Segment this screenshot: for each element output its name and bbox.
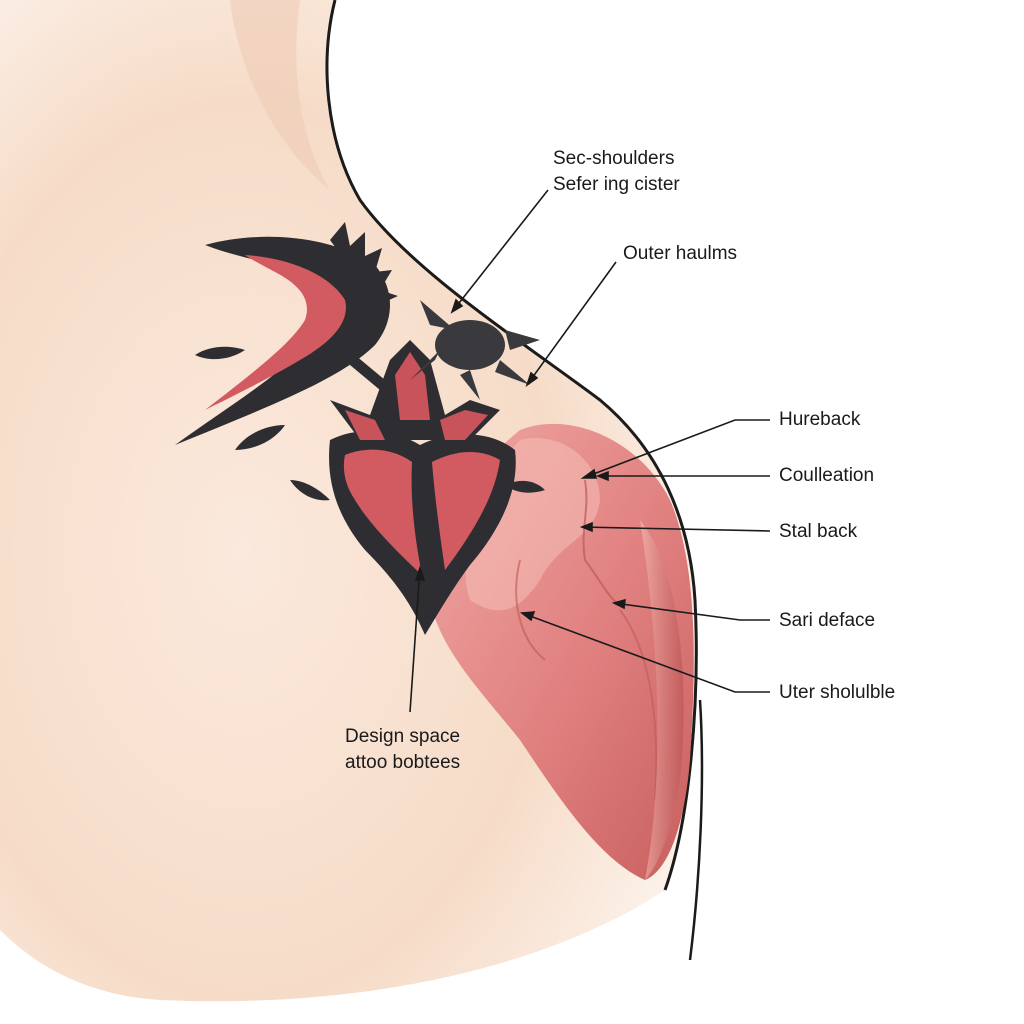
tattoo-crown-side-left [345,410,385,440]
leader-sari-deface [613,602,770,621]
muscle-shade [640,520,684,880]
leader-stal-back [581,526,771,532]
label-sec-shoulders-line2: Sefer ing cister [553,173,680,195]
label-stal-back: Stal back [779,521,858,542]
label-sari-deface: Sari deface [779,610,876,631]
muscle-fold-2 [515,559,546,661]
tattoo-claw [175,236,390,445]
tattoo-shield-right-red [432,451,500,570]
label-design-space-line2: attoo bobtees [345,751,461,773]
body-outline [325,0,698,891]
leader-outer-haulms [526,261,617,386]
tattoo-sun [410,295,540,400]
tattoo-crown-side-right [440,410,488,440]
arm-outline [688,699,704,961]
leader-lines [409,189,771,713]
muscle-fold-1 [582,479,621,606]
leader-design [409,567,421,713]
label-outer-haulms: Outer haulms [623,243,738,264]
label-design-space-line1: Design space [345,726,461,747]
leader-hureback [582,419,770,479]
tattoo-claw-spikes [330,222,398,305]
label-hureback: Hureback [779,409,861,430]
label-sec-shoulders: Sec-shoulders Sefer ing cister [553,146,680,197]
muscle-fold-3 [619,609,658,801]
label-sec-shoulders-line1: Sec-shoulders [553,148,675,169]
tattoo-leaf-left [195,346,245,360]
tattoo-crown-red [395,352,430,420]
tattoo-thorn-left [290,480,330,501]
tattoo-leaf-bottom [235,425,285,450]
leader-uter-sholulble [521,612,770,693]
leader-top [451,189,549,313]
label-design-space: Design space attoo bobtees [345,724,460,775]
label-uter-sholulble: Uter sholulble [779,682,896,703]
tattoo-stem [350,355,385,390]
label-coulleation: Coulleation [779,465,875,486]
neck-shadow [230,0,330,190]
tattoo-thorn-right [505,480,545,493]
tattoo-shield-left-red [343,449,422,575]
tattoo-claw-inner [205,255,346,410]
